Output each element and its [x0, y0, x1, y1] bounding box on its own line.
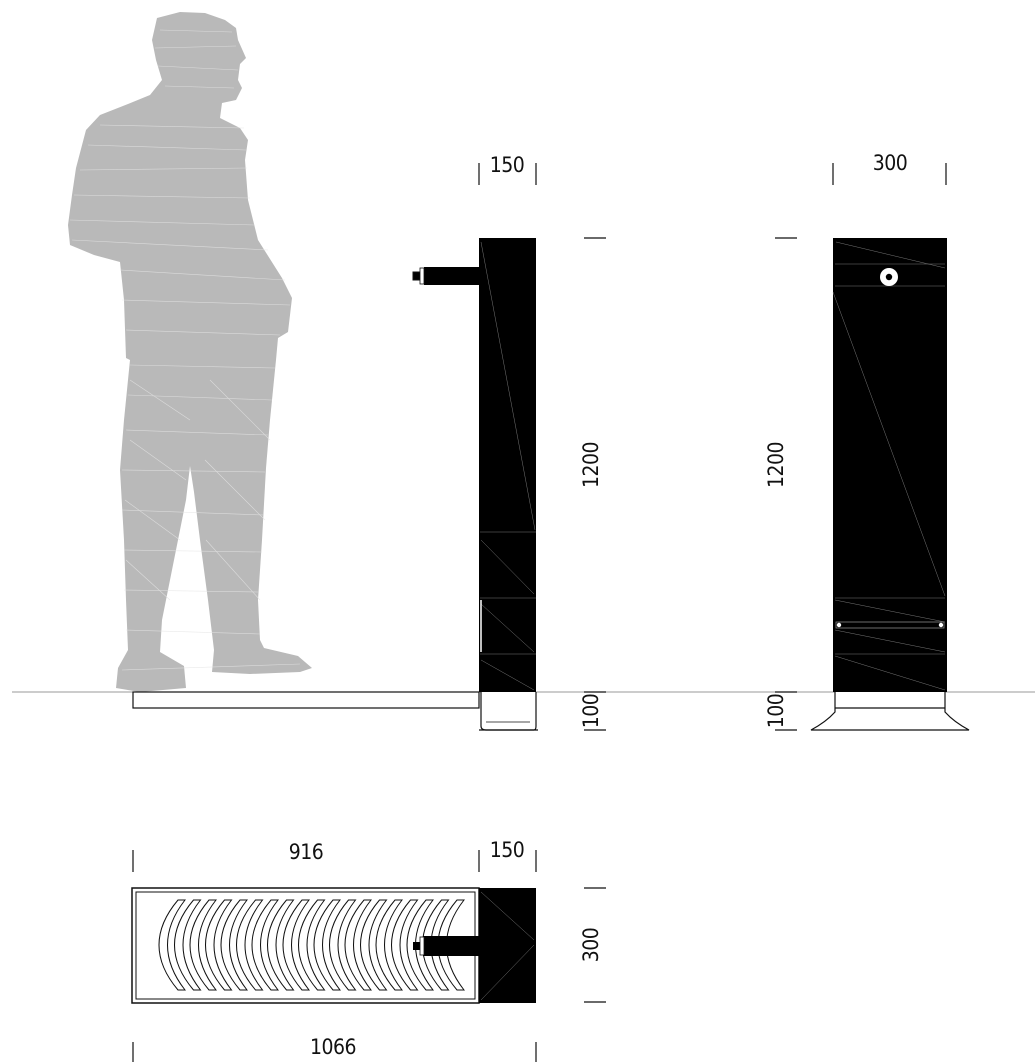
front-panel-strip: [835, 621, 945, 629]
grate-slot: [375, 899, 404, 991]
plan-spout-arm: [423, 936, 479, 956]
grate-slot: [205, 899, 233, 991]
plan-view: 916 150 300 1066: [131, 838, 606, 1062]
front-body: [833, 238, 947, 692]
plan-spout-nozzle: [413, 942, 421, 950]
front-base: [810, 692, 970, 731]
side-height-label: 1200: [579, 442, 603, 488]
grate-slot: [220, 899, 249, 991]
grate-slot: [313, 899, 342, 991]
plan-grate-slots: [158, 899, 466, 991]
grate-slot: [236, 899, 264, 991]
grate-slot: [251, 899, 280, 991]
grate-slot: [406, 899, 435, 991]
plan-depth-label: 300: [579, 928, 603, 963]
front-view: 300 1200 100: [764, 151, 970, 731]
side-base: [480, 692, 537, 731]
front-height-label: 1200: [764, 442, 788, 488]
grate-slot: [391, 899, 419, 991]
side-view: 150 1200 100: [132, 153, 606, 731]
plan-body: [479, 888, 536, 1003]
plan-total-length-label: 1066: [310, 1035, 356, 1059]
side-body: [479, 238, 536, 692]
grate-slot: [158, 899, 187, 991]
grate-slot: [437, 899, 466, 991]
front-width-label: 300: [873, 151, 908, 175]
side-grate-plate: [132, 691, 480, 709]
grate-slot: [189, 899, 218, 991]
grate-slot: [282, 899, 311, 991]
side-spout-arm: [424, 267, 479, 285]
grate-slot: [298, 899, 326, 991]
person-silhouette: [68, 12, 312, 692]
grate-slot: [329, 899, 357, 991]
front-base-label: 100: [764, 694, 788, 729]
grate-slot: [360, 899, 388, 991]
plan-grate-length-label: 916: [289, 840, 324, 864]
grate-slot: [174, 899, 202, 991]
grate-slot: [422, 899, 450, 991]
side-width-label: 150: [490, 153, 525, 177]
grate-slot: [344, 899, 373, 991]
grate-slot: [267, 899, 295, 991]
side-base-label: 100: [579, 694, 603, 729]
plan-body-width-label: 150: [490, 838, 525, 862]
